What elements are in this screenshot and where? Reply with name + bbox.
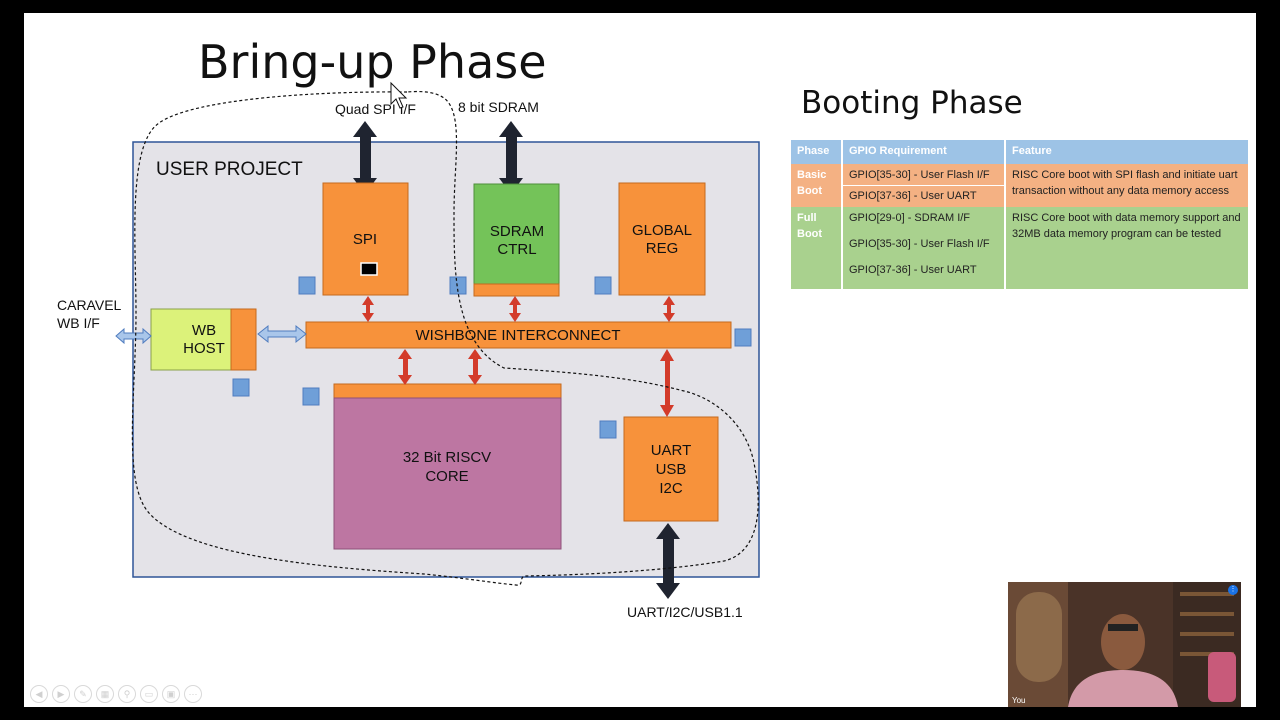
header-gpio: GPIO Requirement xyxy=(842,140,1006,164)
wishbone-label: WISHBONE INTERCONNECT xyxy=(415,327,620,344)
wb-host-port xyxy=(230,308,257,371)
prev-slide-icon[interactable]: ◀ xyxy=(30,685,48,703)
table-row-basic-boot: Basic Boot GPIO[35-30] - User Flash I/F … xyxy=(791,164,1248,207)
basic-gpio-1: GPIO[35-30] - User Flash I/F xyxy=(849,169,990,181)
sdram-ctrl-label-2: CTRL xyxy=(497,241,536,258)
wb-host-block xyxy=(150,308,232,371)
blue-connection-arrows xyxy=(115,324,307,345)
red-connection-arrows xyxy=(362,296,675,417)
slide-title-bringup: Bring-up Phase xyxy=(198,35,547,89)
table-header-row: Phase GPIO Requirement Feature xyxy=(791,140,1248,164)
full-phase-1: Full xyxy=(797,212,817,224)
full-feature-cell: RISC Core boot with data memory support … xyxy=(1005,207,1248,289)
more-options-icon[interactable]: ⋯ xyxy=(184,685,202,703)
basic-phase-1: Basic xyxy=(797,169,827,181)
caravel-label-1: CARAVEL xyxy=(57,297,122,313)
booting-phase-table: Phase GPIO Requirement Feature Basic Boo… xyxy=(791,140,1248,289)
user-project-label: USER PROJECT xyxy=(156,159,303,180)
config-squares xyxy=(232,276,752,439)
subtitles-icon[interactable]: ▭ xyxy=(140,685,158,703)
global-reg-label-2: REG xyxy=(646,240,679,257)
pen-icon[interactable]: ✎ xyxy=(74,685,92,703)
webcam-scene xyxy=(1008,582,1241,707)
riscv-core-block xyxy=(333,397,562,550)
caravel-label-2: WB I/F xyxy=(57,315,100,331)
full-gpio-1: GPIO[29-0] - SDRAM I/F xyxy=(849,212,971,224)
sdram-interface-label: 8 bit SDRAM xyxy=(458,99,539,115)
full-gpio-cell: GPIO[29-0] - SDRAM I/F GPIO[35-30] - Use… xyxy=(842,207,1006,289)
video-options-icon[interactable]: ⋮ xyxy=(1228,585,1238,595)
mouse-pointer-icon xyxy=(360,262,378,276)
slide: Bring-up Phase Booting Phase USER PROJEC… xyxy=(24,13,1256,707)
riscv-core-label-2: CORE xyxy=(425,468,468,485)
full-gpio-2: GPIO[35-30] - User Flash I/F xyxy=(849,238,990,250)
uart-label-1: UART xyxy=(651,442,692,459)
slide-title-booting: Booting Phase xyxy=(801,85,1023,121)
sdram-ctrl-block xyxy=(473,183,560,286)
uart-external-arrow xyxy=(656,523,680,599)
wishbone-interconnect-block xyxy=(305,321,732,349)
riscv-core-port xyxy=(333,383,562,399)
full-phase-cell: Full Boot xyxy=(791,207,843,289)
basic-gpio-separator xyxy=(843,185,1004,186)
cursor-icon xyxy=(390,81,408,109)
slideshow-toolbar: ◀ ▶ ✎ ▦ ⚲ ▭ ▣ ⋯ xyxy=(30,685,202,703)
full-phase-2: Boot xyxy=(797,228,823,240)
global-reg-label-1: GLOBAL xyxy=(632,222,692,239)
riscv-core-label-1: 32 Bit RISCV xyxy=(403,449,491,466)
zoom-icon[interactable]: ⚲ xyxy=(118,685,136,703)
uart-interface-label: UART/I2C/USB1.1 xyxy=(627,604,743,620)
basic-gpio-cell: GPIO[35-30] - User Flash I/F GPIO[37-36]… xyxy=(842,164,1006,207)
header-feature: Feature xyxy=(1005,140,1248,164)
wb-host-label-2: HOST xyxy=(183,340,225,357)
sdram-ctrl-port xyxy=(473,283,560,297)
basic-gpio-2: GPIO[37-36] - User UART xyxy=(849,190,977,202)
table-row-full-boot: Full Boot GPIO[29-0] - SDRAM I/F GPIO[35… xyxy=(791,207,1248,289)
bringup-scope-outline xyxy=(131,90,759,586)
next-slide-icon[interactable]: ▶ xyxy=(52,685,70,703)
basic-phase-2: Boot xyxy=(797,185,823,197)
spi-block xyxy=(322,182,409,296)
spi-label: SPI xyxy=(353,231,377,248)
participant-name: You xyxy=(1012,696,1026,705)
uart-label-2: USB xyxy=(656,461,687,478)
uart-label-3: I2C xyxy=(659,480,683,497)
uart-usb-i2c-block xyxy=(623,416,719,522)
global-reg-block xyxy=(618,182,706,296)
camera-icon[interactable]: ▣ xyxy=(162,685,180,703)
full-gpio-3: GPIO[37-36] - User UART xyxy=(849,264,977,276)
sdram-ctrl-label-1: SDRAM xyxy=(490,223,544,240)
quad-spi-label: Quad SPI I/F xyxy=(335,101,416,117)
basic-feature-cell: RISC Core boot with SPI flash and initia… xyxy=(1005,164,1248,207)
webcam-thumbnail[interactable]: ⋮ You xyxy=(1008,582,1241,707)
slides-grid-icon[interactable]: ▦ xyxy=(96,685,114,703)
architecture-diagram: USER PROJECT Quad SPI I/F 8 bit SDRAM SP… xyxy=(57,81,760,620)
basic-phase-cell: Basic Boot xyxy=(791,164,843,207)
wb-host-label-1: WB xyxy=(192,322,216,339)
header-phase: Phase xyxy=(791,140,843,164)
